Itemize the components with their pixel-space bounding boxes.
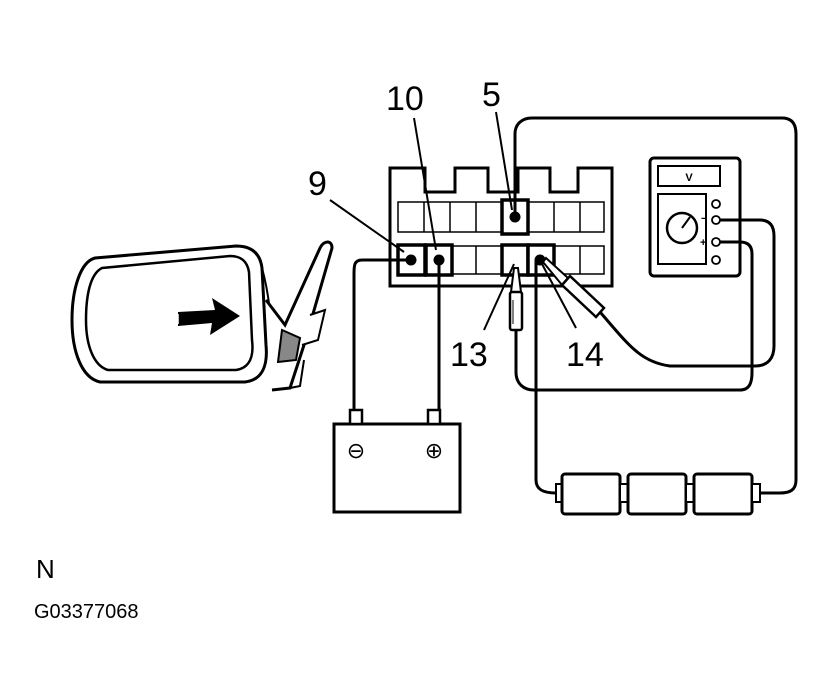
callout-14: 14 [566,336,604,374]
side-mirror-illustration [70,240,334,392]
callout-5: 5 [482,76,501,114]
leader-13 [483,263,515,331]
leader-14 [541,263,577,329]
tilt-arrow-icon [177,298,240,335]
figure-code: G03377068 [34,601,139,623]
view-letter: N [36,554,55,584]
wire-14-probe [598,218,776,368]
meter-minus-label: − [701,213,707,225]
battery-negative-symbol: ⊖ [347,438,365,463]
battery-positive-post [426,408,442,426]
battery: ⊖ ⊕ [332,408,462,514]
probe-13 [508,267,524,332]
callout-13: 13 [450,336,488,374]
callout-leaders [329,111,577,331]
meter-jack-com [711,215,721,225]
meter-jack-4 [711,255,721,265]
mirror-connector [388,166,614,288]
probe-14 [541,256,606,319]
wire-14-to-load [534,260,557,495]
voltmeter-display: V [685,172,693,184]
wire-5-loop [513,116,798,495]
callout-9: 9 [308,165,327,203]
leader-9 [329,199,405,253]
leader-10 [413,117,437,251]
wires [352,116,798,495]
battery-negative-post [348,408,364,426]
meter-jack-v [711,237,721,247]
meter-jack-1 [711,199,721,209]
voltmeter: V − + [648,156,742,278]
meter-plus-label: + [700,237,706,249]
load-resistors [555,472,761,516]
leader-5 [495,111,513,211]
callout-10: 10 [386,80,424,118]
battery-positive-symbol: ⊕ [425,438,443,463]
wire-13-probe [514,240,754,392]
wire-9-to-negative [352,258,411,410]
